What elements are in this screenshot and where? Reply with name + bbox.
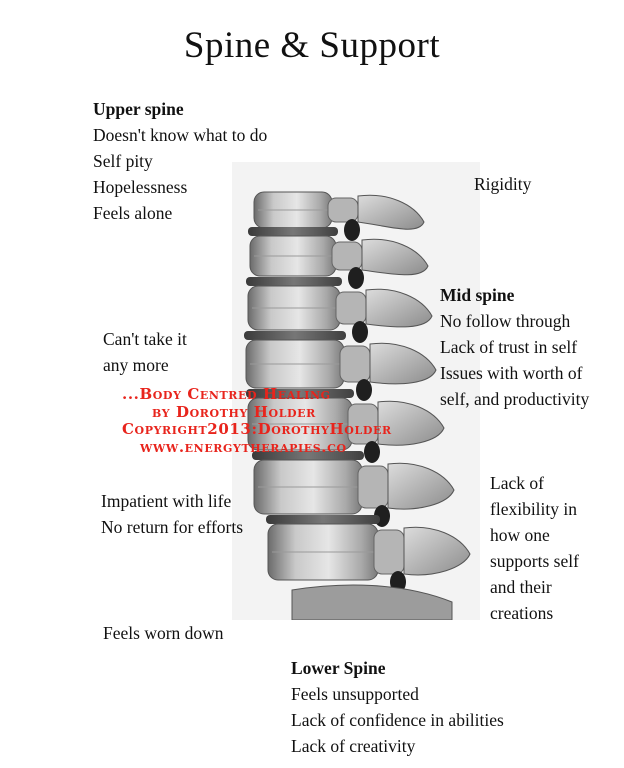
watermark-line: ...Body Centred Healing: [122, 385, 331, 403]
intervertebral-disc: [244, 331, 346, 340]
page-title: Spine & Support: [183, 25, 441, 66]
spinous-process: [369, 342, 437, 385]
upper-spine-item: Hopelessness: [93, 177, 188, 197]
intervertebral-foramen: [348, 267, 364, 289]
upper-spine-item: Feels alone: [93, 203, 173, 223]
lower-spine-item: Lack of confidence in abilities: [291, 710, 504, 730]
pedicle: [331, 241, 363, 271]
intervertebral-foramen: [352, 321, 368, 343]
intervertebral-disc: [246, 389, 354, 398]
upper-spine-heading: Upper spine: [93, 99, 184, 119]
copyright-watermark: ...Body Centred Healing by Dorothy Holde…: [100, 385, 420, 456]
upper-spine-section: Upper spine Doesn't know what to do Self…: [93, 96, 267, 226]
worn-down-label: Feels worn down: [103, 623, 224, 643]
mid-spine-heading: Mid spine: [440, 285, 515, 305]
intervertebral-disc: [266, 515, 380, 524]
intervertebral-disc: [252, 451, 364, 460]
impatient-line: Impatient with life: [101, 491, 232, 511]
cant-take-it-line: any more: [103, 355, 169, 375]
lower-spine-item: Feels unsupported: [291, 684, 419, 704]
rigidity-label: Rigidity: [474, 174, 532, 194]
intervertebral-disc: [246, 277, 342, 286]
watermark-line: Copyright2013:DorothyHolder: [122, 420, 392, 438]
spinous-processes: [357, 194, 471, 576]
flexibility-line: how one: [490, 525, 550, 545]
mid-spine-section: Mid spine No follow through Lack of trus…: [440, 282, 589, 412]
flexibility-line: creations: [490, 603, 554, 623]
cant-take-it-section: Can't take it any more: [103, 326, 187, 378]
intervertebral-foramen: [364, 441, 380, 463]
spinous-process: [365, 288, 433, 328]
spinous-process: [377, 400, 445, 446]
spinous-process: [361, 238, 429, 276]
watermark-line: www.energytherapies.co: [140, 437, 347, 456]
vertebrae-stack: [244, 191, 453, 620]
impatient-line: No return for efforts: [101, 517, 244, 537]
mid-spine-item: No follow through: [440, 311, 571, 331]
mid-spine-item: self, and productivity: [440, 389, 590, 409]
flexibility-section: Lack of flexibility in how one supports …: [490, 470, 579, 626]
intervertebral-disc: [248, 227, 338, 236]
intervertebral-foramen: [344, 219, 360, 241]
intervertebral-foramen: [356, 379, 372, 401]
flexibility-line: Lack of: [490, 473, 544, 493]
impatient-section: Impatient with life No return for effort…: [101, 488, 243, 540]
lower-spine-item: Lack of creativity: [291, 736, 416, 756]
flexibility-line: flexibility in: [490, 499, 578, 519]
upper-spine-item: Doesn't know what to do: [93, 125, 268, 145]
spine-illustration: [232, 162, 480, 620]
spinous-process: [403, 526, 471, 576]
mid-spine-item: Lack of trust in self: [440, 337, 578, 357]
pedicle: [327, 197, 359, 223]
spinous-process: [357, 194, 425, 230]
upper-spine-item: Self pity: [93, 151, 153, 171]
pedicle: [335, 291, 367, 325]
flexibility-line: supports self: [490, 551, 579, 571]
watermark-line: by Dorothy Holder: [152, 402, 316, 421]
pedicle: [373, 529, 405, 575]
lower-spine-section: Lower Spine Feels unsupported Lack of co…: [291, 655, 504, 759]
sacrum: [291, 584, 453, 620]
flexibility-line: and their: [490, 577, 552, 597]
pedicle: [339, 345, 371, 383]
spinous-process: [387, 462, 455, 510]
mid-spine-item: Issues with worth of: [440, 363, 583, 383]
cant-take-it-line: Can't take it: [103, 329, 187, 349]
pedicle: [357, 465, 389, 509]
lower-spine-heading: Lower Spine: [291, 658, 386, 678]
